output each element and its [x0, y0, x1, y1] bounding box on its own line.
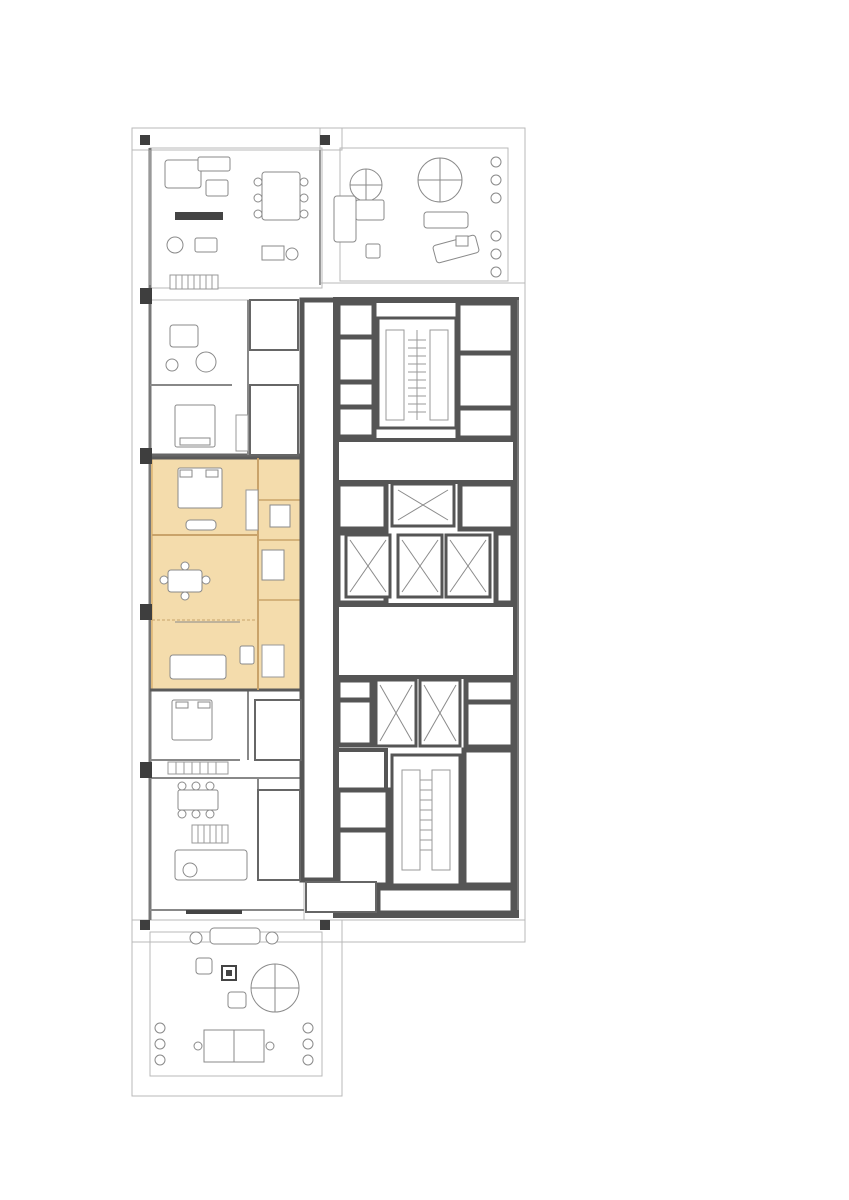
service-rooms [249, 299, 377, 913]
elevator-3 [396, 533, 444, 599]
glazing [149, 150, 519, 910]
furniture-bottom [171, 699, 248, 914]
elevator-2 [344, 533, 392, 599]
terrace-top [333, 156, 502, 278]
elevator-1 [390, 482, 456, 528]
furniture-top-living [164, 156, 309, 448]
elevator-6 [418, 678, 462, 748]
stair-bottom [401, 769, 451, 871]
furniture-highlighted [159, 467, 291, 680]
apartment-stairs [167, 274, 285, 844]
pillars [140, 135, 330, 930]
corridor [299, 297, 518, 883]
elevator-4 [444, 533, 492, 599]
terrace-bottom [154, 927, 314, 1066]
building-core [333, 297, 519, 918]
elevator-5 [374, 678, 418, 748]
stair-top [385, 329, 449, 421]
